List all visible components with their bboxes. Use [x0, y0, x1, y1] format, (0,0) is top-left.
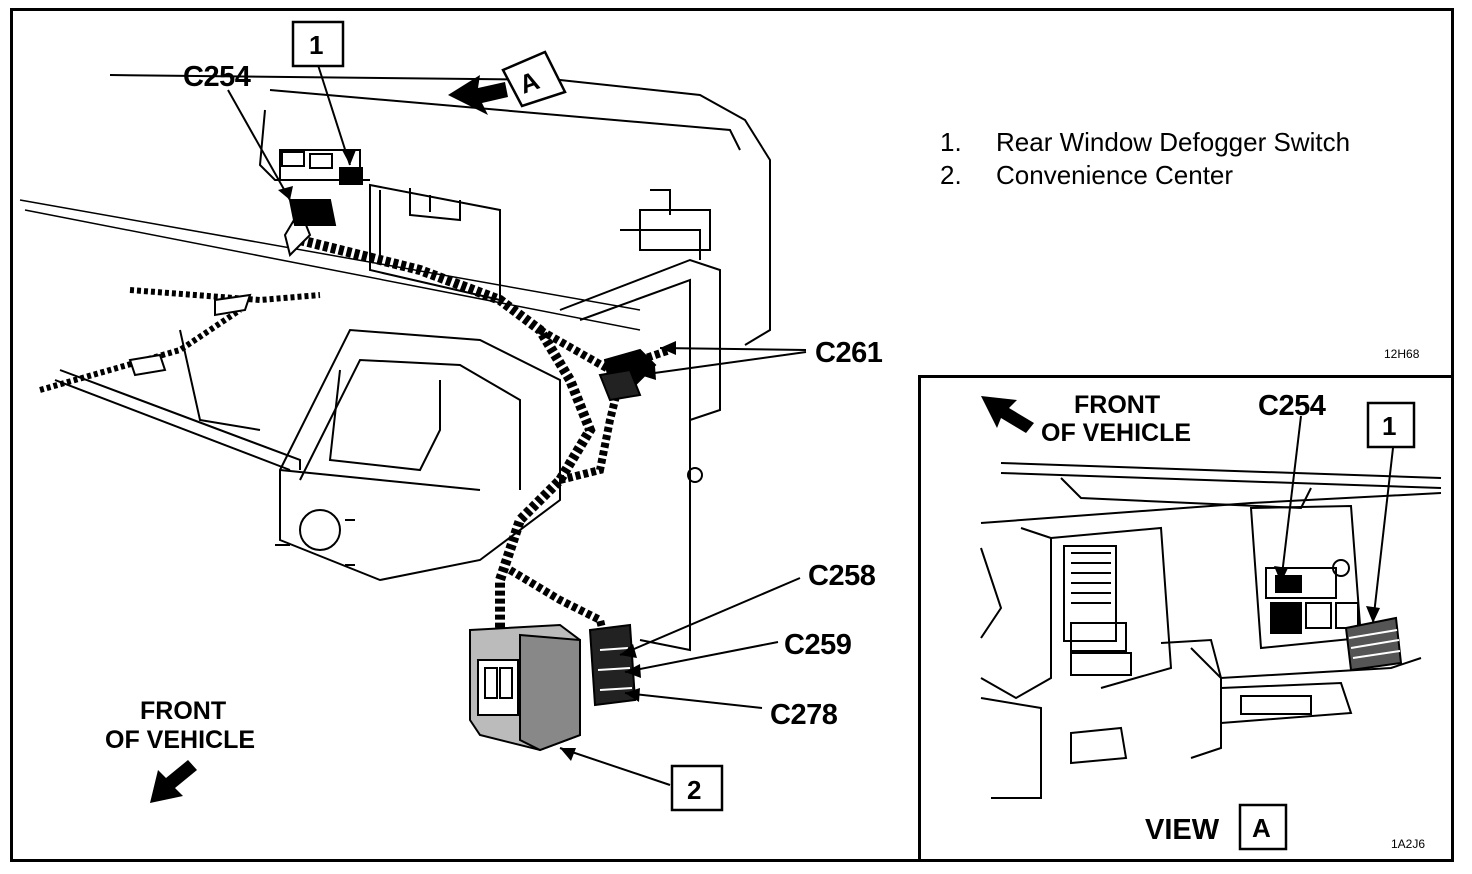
callout-c261: C261	[815, 337, 883, 369]
inset-leader-box1	[1372, 447, 1394, 624]
leader-box2	[559, 747, 671, 786]
inset-callout-c254: C254	[1258, 390, 1326, 422]
leader-c261-a	[659, 347, 807, 351]
front-label-line2: OF VEHICLE	[105, 726, 255, 754]
legend-item: 1. Rear Window Defogger Switch	[940, 126, 1350, 159]
figure-code-main: 12H68	[1384, 347, 1420, 361]
callout-c278: C278	[770, 699, 838, 731]
leader-c259	[624, 641, 779, 673]
inset-callout-box-1	[1366, 401, 1416, 449]
leader-c278	[624, 692, 763, 709]
callout-c259: C259	[784, 629, 852, 661]
leader-box1	[317, 64, 351, 166]
legend-label: Rear Window Defogger Switch	[996, 127, 1351, 157]
view-letter-box	[1238, 803, 1288, 851]
legend-number: 2.	[940, 160, 962, 190]
callout-box-2	[670, 764, 724, 812]
legend-number: 1.	[940, 127, 962, 157]
leader-c258	[619, 577, 801, 656]
view-a-arrow	[448, 50, 567, 115]
leader-c254	[227, 89, 291, 201]
legend: 1. Rear Window Defogger Switch 2. Conven…	[940, 126, 1350, 192]
legend-item: 2. Convenience Center	[940, 159, 1350, 192]
callout-box-1-label: 1	[309, 30, 323, 60]
front-arrow-icon	[150, 760, 197, 803]
callout-c258: C258	[808, 560, 876, 592]
view-a-inset: FRONT OF VEHICLE C254 1 VIEW A 1A2J6	[918, 375, 1454, 862]
legend-label: Convenience Center	[996, 160, 1234, 190]
callout-box-2-label: 2	[687, 775, 701, 805]
callout-box-1	[291, 20, 345, 68]
inset-leader-c254	[1280, 415, 1302, 584]
callout-c254: C254	[183, 61, 251, 93]
front-label-line1: FRONT	[140, 697, 226, 725]
figure-code-inset: 1A2J6	[1391, 837, 1425, 851]
leader-c261-b	[639, 351, 807, 376]
inset-front-arrow-icon	[981, 396, 1034, 433]
view-label: VIEW	[1145, 814, 1220, 846]
view-letter: A	[1252, 813, 1271, 843]
inset-illustration: FRONT OF VEHICLE C254 1 VIEW A 1A2J6	[980, 390, 1442, 851]
inset-front-line2: OF VEHICLE	[1041, 419, 1191, 447]
inset-callout-box-1-label: 1	[1382, 411, 1396, 441]
inset-front-line1: FRONT	[1074, 391, 1160, 419]
